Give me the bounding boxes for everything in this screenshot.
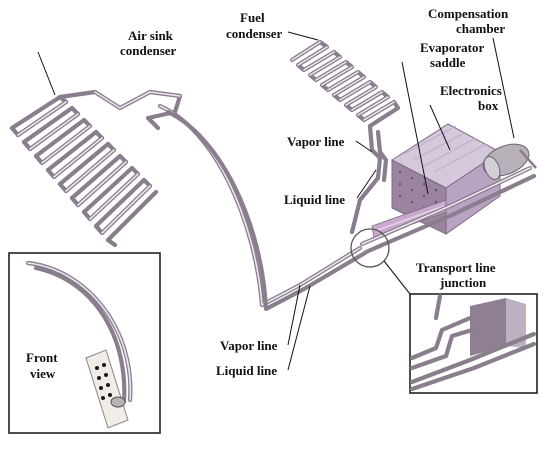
label-vapor-line-upper: Vapor line [287,134,345,149]
label-line: view [30,366,56,381]
front-view-inset [8,252,161,434]
label-line: Electronics [440,83,502,98]
label-line: saddle [430,55,466,70]
label-transport-line-junction: Transport line junction [416,260,499,290]
label-electronics-box: Electronics box [440,83,505,113]
air-sink-condenser [9,89,183,248]
compensation-chamber [482,143,537,180]
fuel-condenser [289,39,401,235]
label-vapor-line-lower: Vapor line [220,338,278,353]
label-line: chamber [456,21,505,36]
label-line: Evaporator [420,40,485,55]
transport-lines-right [359,165,537,255]
label-line: condenser [226,26,283,41]
label-line: Compensation [428,6,509,21]
label-line: box [478,98,499,113]
label-line: Transport line [416,260,496,275]
label-line: condenser [120,43,177,58]
label-compensation-chamber: Compensation chamber [428,6,511,36]
label-line: Fuel [240,10,265,25]
label-evaporator-saddle: Evaporator saddle [420,40,487,70]
evaporator-saddle [371,199,447,239]
label-line: Front [26,350,58,365]
label-line: junction [439,275,487,290]
label-liquid-line-lower: Liquid line [216,363,277,378]
label-fuel-condenser: Fuel condenser [226,10,283,41]
label-air-sink-condenser: Air sink condenser [120,28,177,58]
junction-circle [350,228,390,268]
junction-inset [383,260,538,394]
leader-lines [37,31,515,371]
label-front-view: Front view [26,350,61,381]
label-line: Air sink [128,28,174,43]
label-liquid-line-upper: Liquid line [284,192,345,207]
transport-line-arc [157,103,368,312]
